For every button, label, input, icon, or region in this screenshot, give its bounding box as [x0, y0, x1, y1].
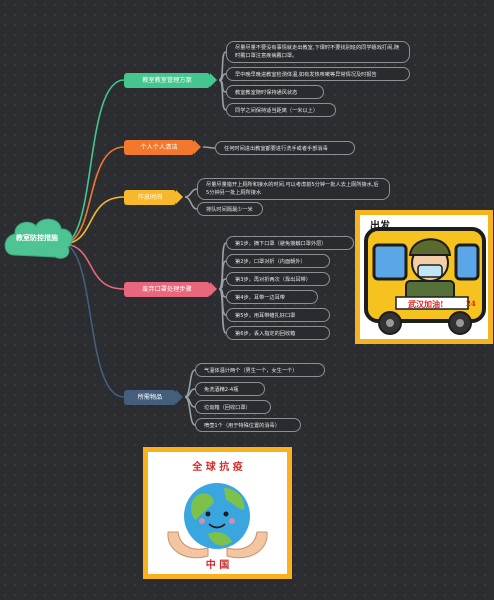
- smiling-earth-icon: [167, 483, 268, 559]
- branch-label: 废弃口罩处理步骤: [142, 286, 192, 293]
- root-topic-label[interactable]: 教室防控措施: [16, 234, 58, 242]
- leaf-topic[interactable]: 尽量尽量错开上厕所和接水的时间,可以考虑前5分钟一批人去上厕所接水,后5分钟另一…: [197, 178, 390, 200]
- branch-schedule[interactable]: 作息时间: [124, 190, 183, 205]
- leaf-topic[interactable]: 第4步，耳带一边耳带: [226, 290, 318, 304]
- earth-title: 全 球 抗 疫: [192, 462, 243, 473]
- branch-supplies[interactable]: 所需物品: [124, 390, 183, 405]
- bus-top-text: 出发: [370, 221, 390, 232]
- branch-personal-hygiene[interactable]: 个人个人清洁: [124, 140, 201, 155]
- root-branch-connector: [61, 243, 125, 398]
- leaf-topic[interactable]: 第6步，丢入指定的回收箱: [226, 326, 330, 340]
- branch-label: 教室教室管理方案: [142, 77, 192, 84]
- bus-banner-text: 武汉加油!: [408, 299, 444, 309]
- leaf-topic[interactable]: 第1步，摘下口罩（避免接触口罩外层）: [226, 236, 354, 250]
- leaf-topic[interactable]: 教室教室随时保持通风状态: [226, 85, 324, 99]
- leaf-connector: [184, 196, 198, 210]
- root-branch-connector: [61, 79, 125, 245]
- leaf-connector: [184, 188, 198, 198]
- root-branch-connector: [61, 243, 125, 290]
- leaf-topic[interactable]: 垃圾箱（回收口罩）: [195, 400, 271, 414]
- leaf-connector: [218, 79, 227, 111]
- branch-mask-disposal[interactable]: 废弃口罩处理步骤: [124, 282, 217, 297]
- leaf-topic[interactable]: 任何时间进出教室都要进行洗手或者手部消毒: [215, 141, 355, 155]
- leaf-topic[interactable]: 免洗酒精2-4瓶: [195, 382, 265, 396]
- bus-number: 24: [466, 299, 476, 308]
- leaf-connector: [202, 146, 216, 149]
- branch-classroom-management[interactable]: 教室教室管理方案: [124, 73, 217, 88]
- leaf-topic[interactable]: 尽量尽量不要没有事情就走出教室,下课时不要找别班的同学嬉戏打闹,随时戴口罩注意疾…: [226, 41, 410, 63]
- branch-label: 个人个人清洁: [140, 144, 178, 151]
- leaf-topic[interactable]: 气温体温计两个（男生一个，女生一个）: [195, 363, 325, 377]
- bus-illustration-card: 出发 武汉加油! 24: [355, 210, 493, 344]
- leaf-topic[interactable]: 第2步，口罩对折（内面朝外）: [226, 254, 330, 268]
- leaf-connector: [184, 396, 196, 426]
- leaf-topic[interactable]: 同学之间保持适当距离（一米以上）: [226, 103, 336, 117]
- leaf-topic[interactable]: 喷壶1个（用于特殊位置的消毒）: [195, 418, 301, 432]
- root-cloud[interactable]: [4, 218, 73, 259]
- leaf-topic[interactable]: 第5步，用耳带缠扎好口罩: [226, 308, 330, 322]
- root-branch-connector: [61, 146, 125, 245]
- leaf-topic[interactable]: 排队时间隔最少一米: [197, 202, 263, 216]
- earth-bottom-text: 中 国: [205, 560, 230, 571]
- leaf-topic[interactable]: 第3步，再对折两次（靠出耳带）: [226, 272, 330, 286]
- leaf-connector: [218, 288, 227, 334]
- leaf-topic[interactable]: 早中晚早晚进教室检测体温,如有发热咳嗽等异常情况及时报告: [226, 67, 410, 81]
- branch-label: 作息时间: [137, 194, 163, 201]
- earth-illustration-card: 全 球 抗 疫 中 国: [143, 447, 292, 579]
- branch-label: 所需物品: [137, 394, 163, 401]
- school-bus-icon: [364, 227, 486, 335]
- leaf-connector: [218, 73, 227, 81]
